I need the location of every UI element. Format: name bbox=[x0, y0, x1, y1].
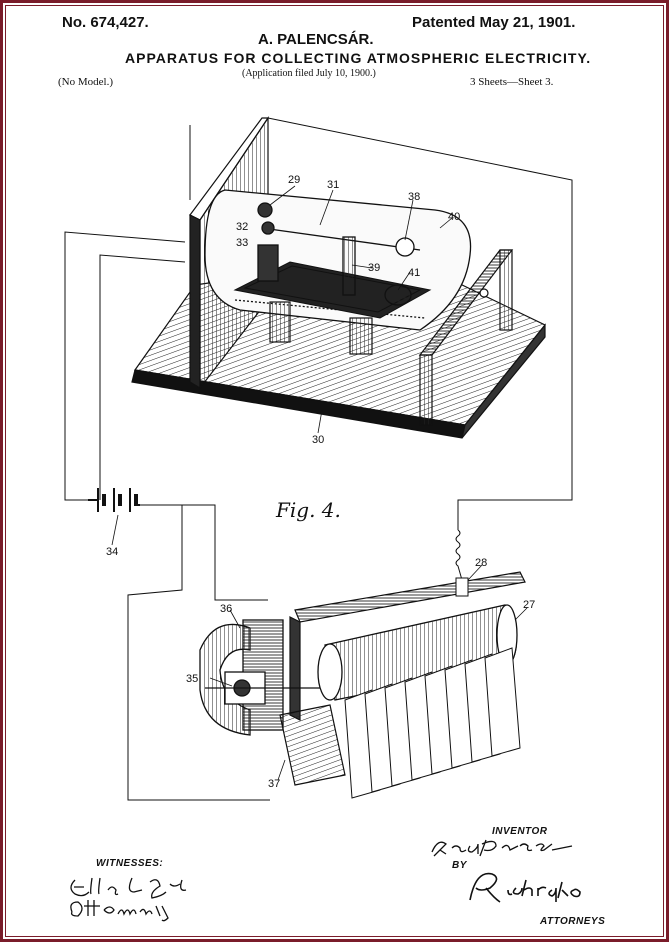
label-38: 38 bbox=[408, 191, 420, 203]
application-filed: (Application filed July 10, 1900.) bbox=[242, 68, 376, 79]
label-41: 41 bbox=[408, 267, 420, 279]
rod-assembly bbox=[257, 202, 421, 306]
inventor-signature bbox=[431, 839, 573, 857]
label-36: 36 bbox=[220, 603, 232, 615]
model-note: (No Model.) bbox=[58, 76, 113, 88]
leader-lines bbox=[111, 185, 528, 781]
label-33: 33 bbox=[236, 237, 248, 249]
label-30: 30 bbox=[312, 434, 324, 446]
figure-caption: Fig. 4. bbox=[276, 498, 341, 522]
label-31: 31 bbox=[327, 179, 339, 191]
sheet-note: 3 Sheets—Sheet 3. bbox=[470, 76, 554, 88]
wiring bbox=[64, 117, 573, 801]
magnet-coil bbox=[199, 619, 320, 736]
by-label: BY bbox=[452, 860, 467, 871]
page-border-inner bbox=[5, 5, 664, 937]
collector-plates bbox=[344, 647, 521, 799]
attorneys-label: ATTORNEYS bbox=[540, 916, 606, 927]
right-support bbox=[418, 249, 514, 426]
label-35: 35 bbox=[186, 673, 198, 685]
label-29: 29 bbox=[288, 174, 300, 186]
inventor-label: INVENTOR bbox=[492, 826, 548, 837]
patent-date: Patented May 21, 1901. bbox=[412, 14, 576, 31]
witness-signature-2 bbox=[70, 900, 169, 922]
label-37: 37 bbox=[268, 778, 280, 790]
label-27: 27 bbox=[523, 599, 535, 611]
label-34: 34 bbox=[106, 546, 118, 558]
label-40: 40 bbox=[448, 211, 460, 223]
label-39: 39 bbox=[368, 262, 380, 274]
witness-signature-1 bbox=[70, 877, 187, 899]
lower-base bbox=[279, 704, 346, 786]
battery bbox=[88, 488, 140, 512]
inventor-name: A. PALENCSÁR. bbox=[258, 31, 374, 48]
patent-number: No. 674,427. bbox=[62, 14, 149, 31]
label-32: 32 bbox=[236, 221, 248, 233]
label-28: 28 bbox=[475, 557, 487, 569]
witnesses-label: WITNESSES: bbox=[96, 858, 164, 869]
patent-title: APPARATUS FOR COLLECTING ATMOSPHERIC ELE… bbox=[125, 50, 592, 66]
attorney-signature bbox=[469, 872, 581, 903]
spring-28 bbox=[455, 529, 469, 597]
vessel-supports bbox=[269, 301, 373, 355]
